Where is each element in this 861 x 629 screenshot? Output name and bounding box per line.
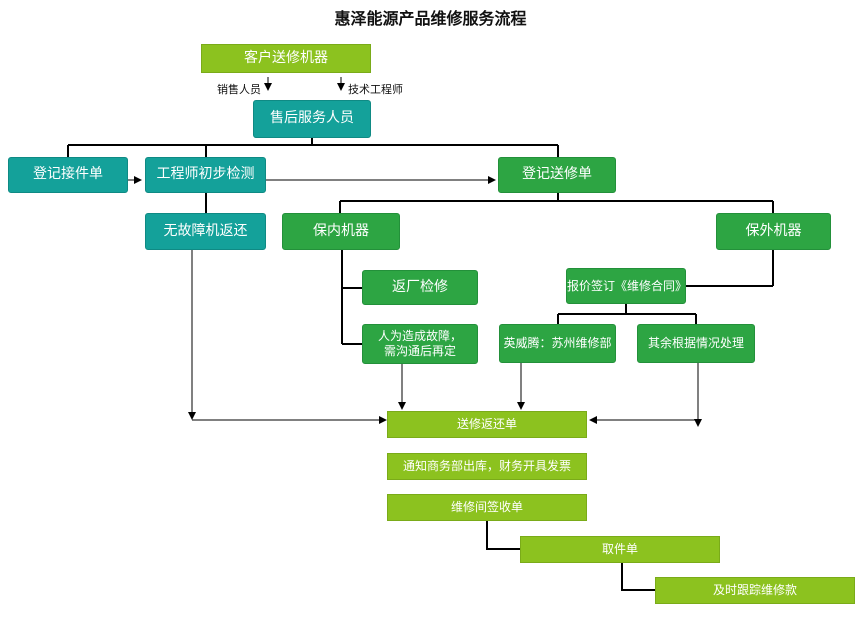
node-customer-send: 客户送修机器	[201, 44, 371, 73]
node-factory-repair: 返厂检修	[362, 270, 478, 305]
label-tech: 技术工程师	[348, 83, 403, 96]
node-in-warranty: 保内机器	[282, 213, 400, 250]
node-other-cases: 其余根据情况处理	[637, 324, 755, 363]
node-register-repair: 登记送修单	[498, 157, 616, 193]
node-quote-sign: 报价签订《维修合同》	[566, 268, 687, 304]
node-register-receive: 登记接件单	[8, 157, 128, 193]
node-repair-return-slip: 送修返还单	[387, 411, 587, 438]
node-workshop-sign: 维修间签收单	[387, 494, 587, 521]
node-inverter-suzhou: 英威腾：苏州维修部	[499, 324, 616, 363]
node-follow-payment: 及时跟踪维修款	[655, 577, 855, 604]
node-pickup-slip: 取件单	[520, 536, 720, 563]
node-after-sales: 售后服务人员	[253, 100, 371, 138]
node-notify-business: 通知商务部出库，财务开具发票	[387, 453, 587, 480]
node-human-fault: 人为造成故障， 需沟通后再定	[362, 324, 478, 364]
label-sales: 销售人员	[217, 83, 261, 96]
node-engineer-check: 工程师初步检测	[145, 157, 266, 193]
node-no-fault-return: 无故障机返还	[145, 213, 266, 250]
node-out-warranty: 保外机器	[716, 213, 831, 250]
page-title: 惠泽能源产品维修服务流程	[334, 9, 527, 28]
